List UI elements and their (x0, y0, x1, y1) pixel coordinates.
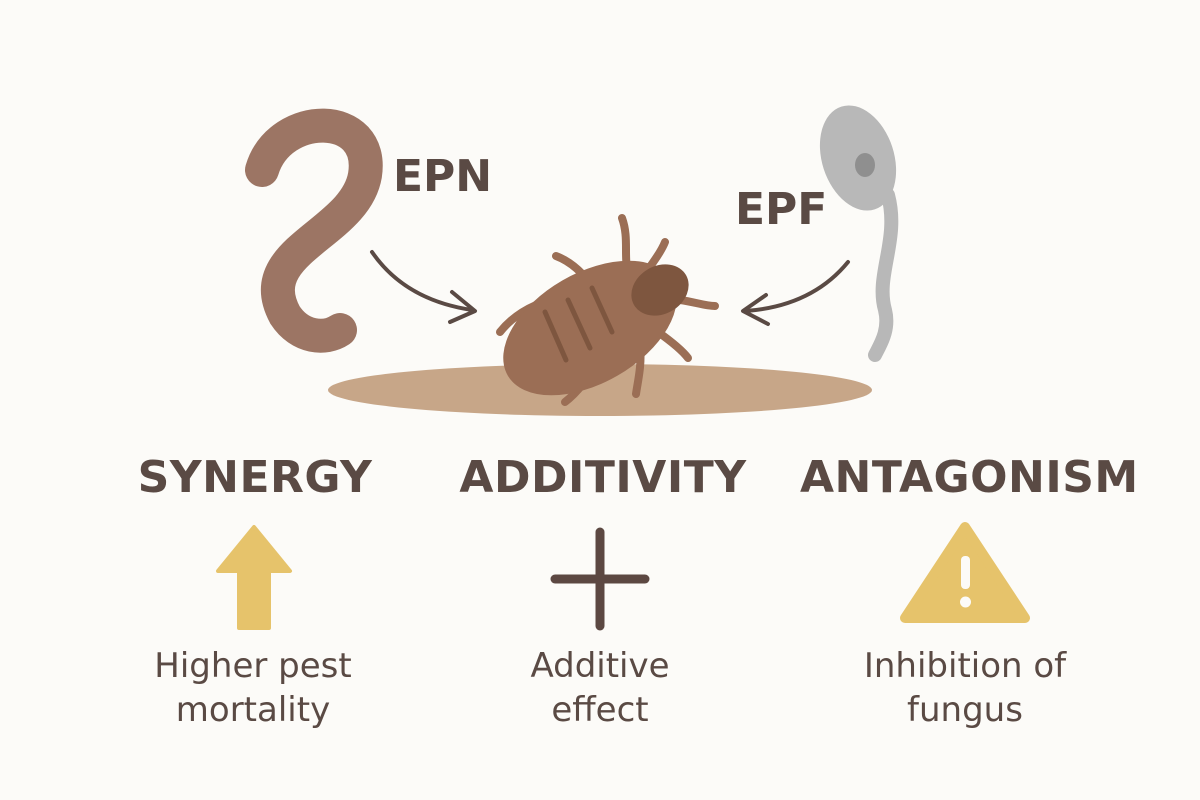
fungal-spore-icon (819, 105, 899, 362)
synergy-description-line2: mortality (175, 690, 331, 730)
antagonism-heading: ANTAGONISM (800, 452, 1139, 503)
antagonism-description-line1: Inhibition of (863, 646, 1067, 686)
additivity-description-line2: effect (551, 690, 649, 730)
epn-label: EPN (393, 151, 493, 202)
soil-patch (328, 364, 872, 416)
additivity-heading: ADDITIVITY (459, 452, 747, 503)
antagonism-description-line2: fungus (907, 690, 1023, 730)
synergy-description: Higher pest mortality (103, 644, 403, 732)
synergy-heading: SYNERGY (137, 452, 373, 503)
arrow-epf-to-insect (741, 260, 850, 326)
warning-icon (900, 522, 1030, 623)
antagonism-description: Inhibition of fungus (815, 644, 1115, 732)
additivity-description: Additive effect (450, 644, 750, 732)
up-arrow-icon (216, 525, 292, 630)
insect-icon (496, 214, 719, 406)
additivity-description-line1: Additive (530, 646, 670, 686)
synergy-description-line1: Higher pest (154, 646, 352, 686)
nematode-icon (245, 108, 383, 353)
epf-label: EPF (735, 184, 828, 235)
arrow-epn-to-insect (370, 250, 477, 324)
plus-icon (550, 527, 650, 631)
